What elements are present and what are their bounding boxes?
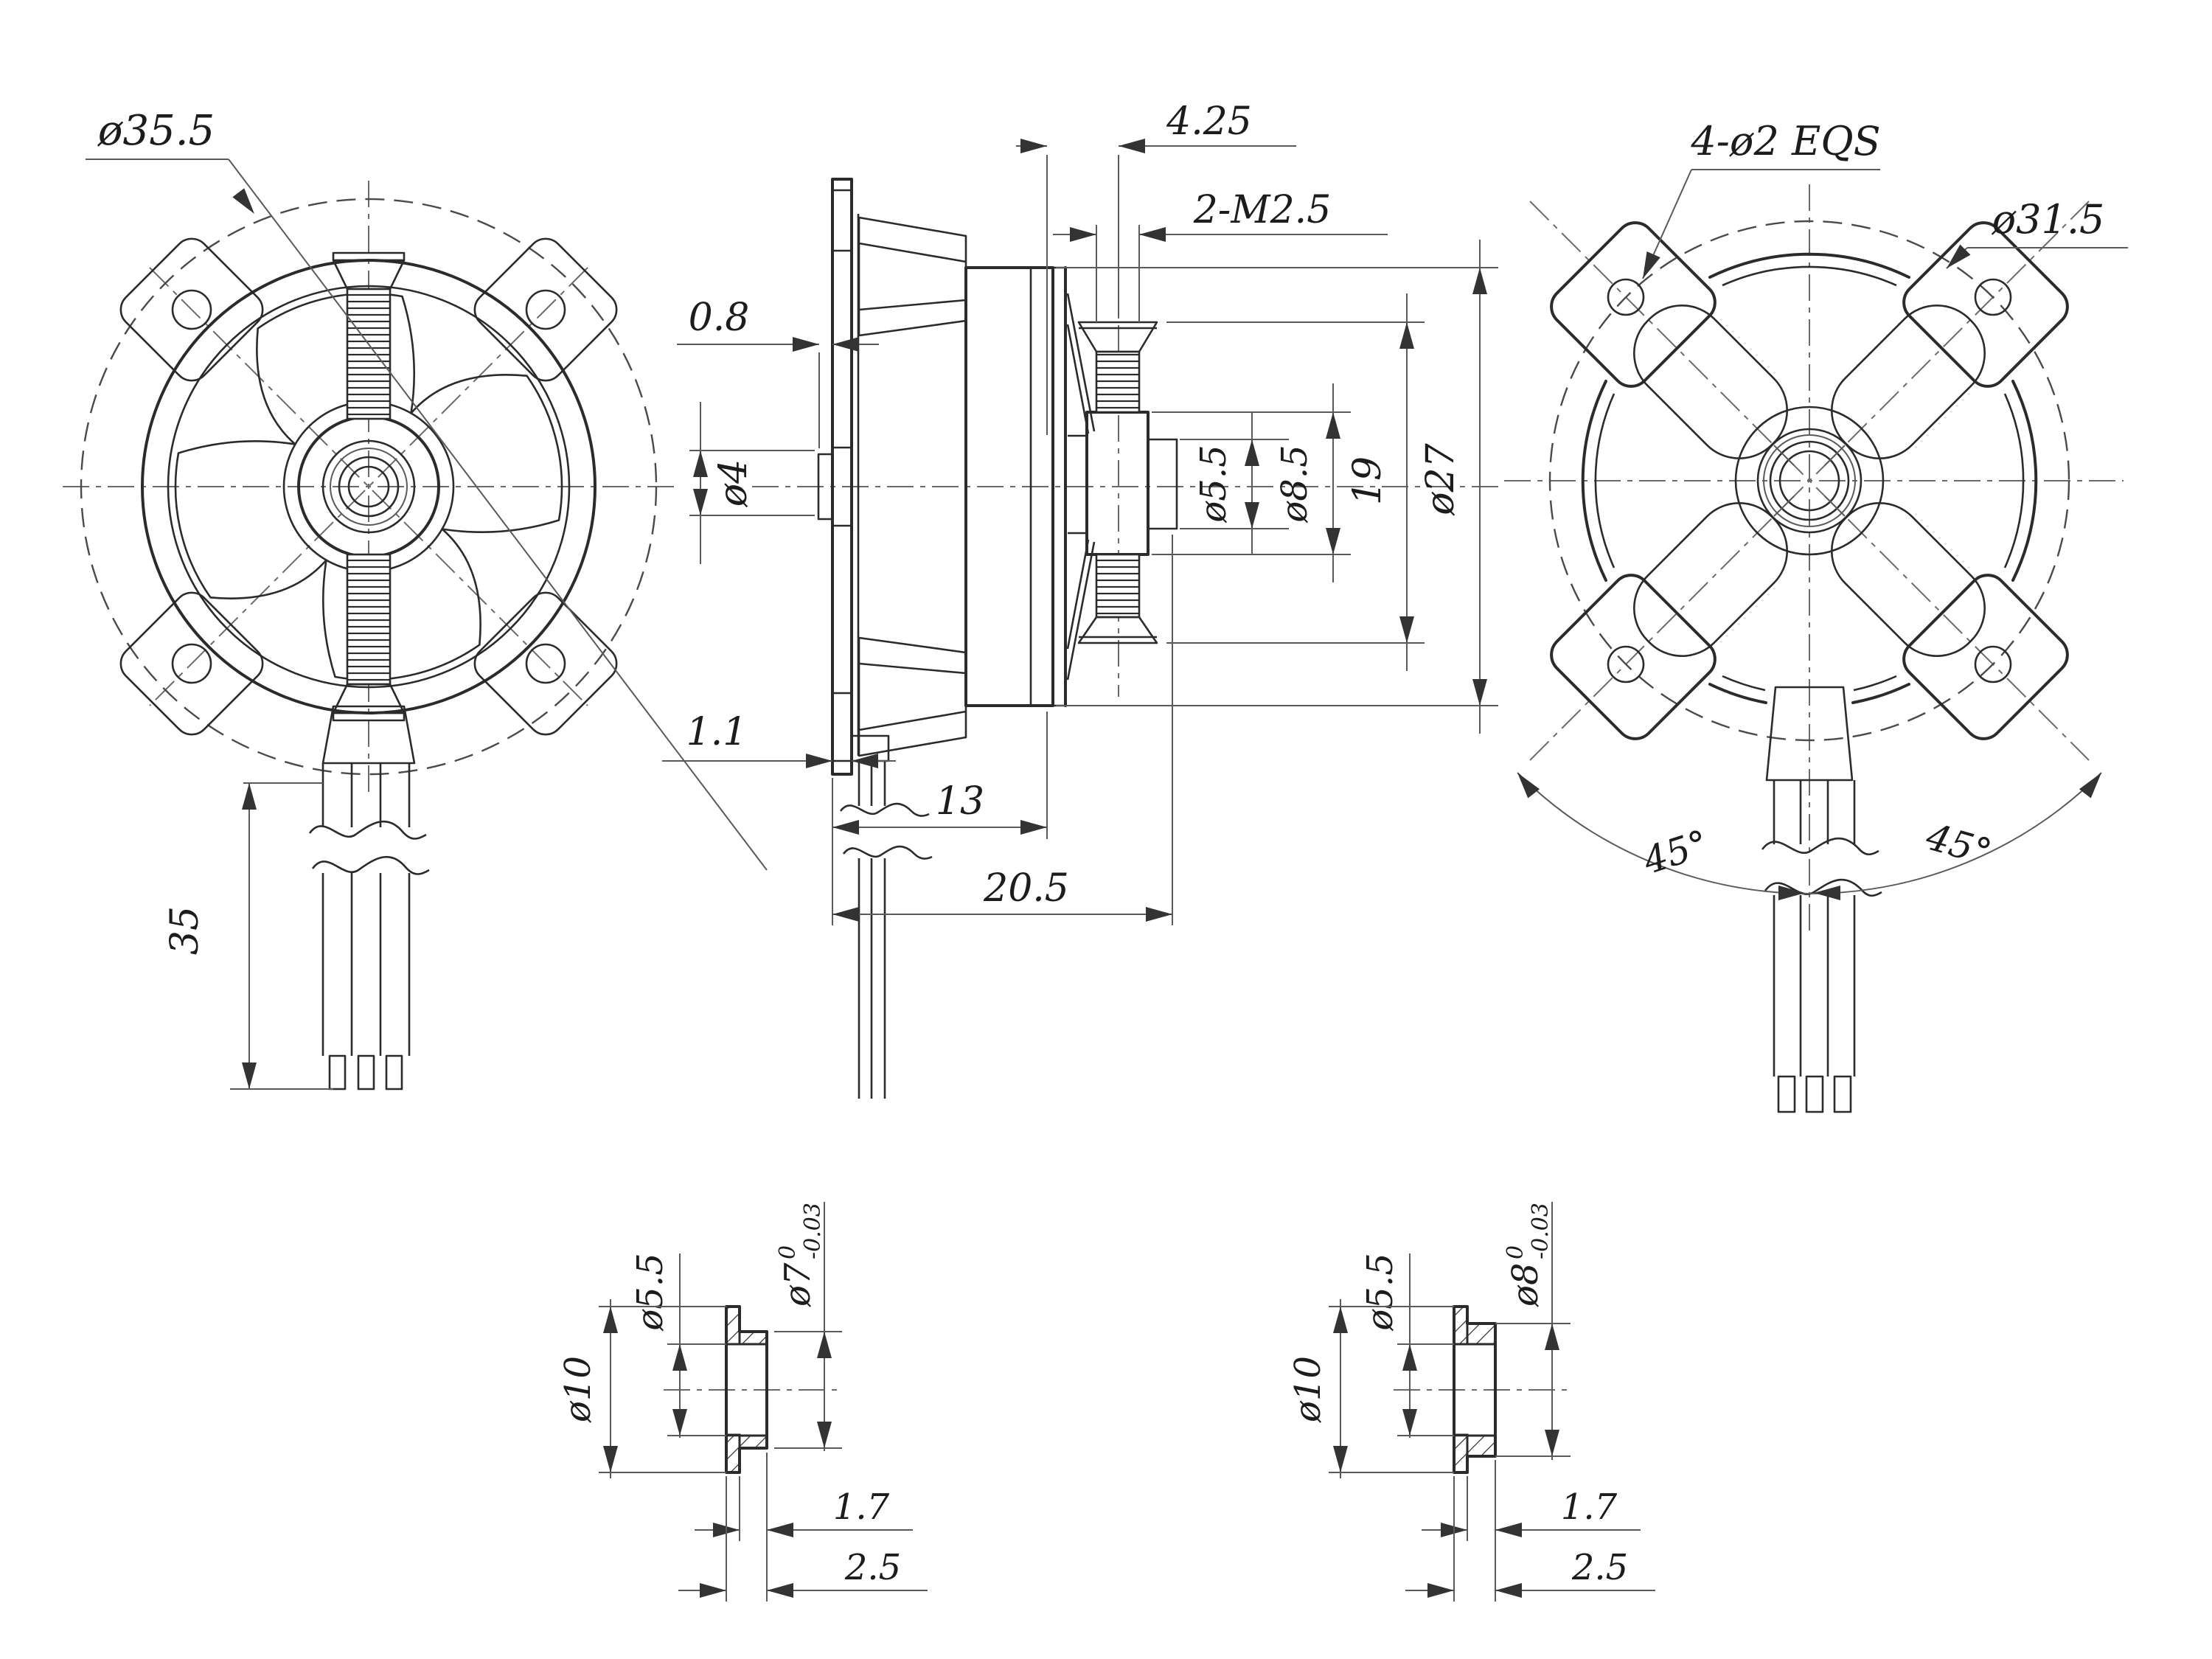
front-wire-length-label: 35: [163, 906, 207, 955]
dim-b-bore: ø5.5: [1360, 1253, 1454, 1438]
dim-side-boss-offset: 0.8: [677, 296, 879, 448]
b-overall-length-label: 2.5: [1571, 1547, 1628, 1588]
b-pilot-tol-lower: -0.03: [1528, 1203, 1554, 1259]
side-adapter-hub-dia-label: ø8.5: [1274, 445, 1315, 523]
dim-side-screw-thread: 2-M2.5: [1053, 188, 1388, 322]
front-mount-tabs: [119, 237, 618, 736]
a-overall-length-label: 2.5: [844, 1547, 901, 1588]
side-prop-shaft-dia-label: ø5.5: [1193, 445, 1234, 523]
dim-a-flange: ø10: [557, 1299, 726, 1478]
side-prop-adapter: [1085, 411, 1178, 556]
dim-side-overall-length: 20.5: [832, 535, 1173, 925]
a-flange-label: ø10: [557, 1356, 599, 1423]
dim-b-overall-length: 2.5: [1405, 1476, 1655, 1601]
side-shaft-dia-label: ø4: [712, 459, 756, 507]
dim-a-pilot: ø7 0 -0.03: [774, 1202, 842, 1451]
b-pilot-tol-upper: 0: [1503, 1245, 1528, 1259]
dim-b-pilot-length: 1.7: [1422, 1460, 1641, 1601]
front-prop-circle: [80, 198, 658, 776]
dim-a-overall-length: 2.5: [678, 1476, 928, 1601]
dim-front-wire-length: 35: [163, 782, 333, 1090]
dim-side-shaft-protrusion: 4.25: [1016, 100, 1296, 435]
back-mount-plate: [1550, 221, 2069, 740]
front-view: ø35.5 35: [63, 107, 768, 1091]
back-mount-holes-label: 4-ø2 EQS: [1690, 118, 1880, 164]
dim-a-pilot-length: 1.7: [695, 1453, 913, 1601]
dim-side-shaft-dia: ø4: [689, 402, 815, 564]
a-pilot-label: ø7: [777, 1262, 818, 1307]
side-view: 4.25 2-M2.5 0.8 ø4: [662, 100, 1504, 1099]
b-bore-label: ø5.5: [1360, 1253, 1401, 1331]
back-rim: [1581, 252, 2038, 704]
back-view: 4-ø2 EQS ø31.5 45° 45°: [1504, 118, 2128, 1113]
side-boss-offset-label: 0.8: [689, 296, 750, 340]
side-screw-span-label: 19: [1346, 456, 1390, 505]
adapter-b-section: [1453, 1305, 1497, 1474]
b-pilot-length-label: 1.7: [1561, 1486, 1618, 1528]
dim-b-flange: ø10: [1287, 1299, 1454, 1478]
dim-side-body-dia: ø27: [1056, 240, 1498, 734]
dim-side-prop-shaft-dia: ø5.5: [1180, 413, 1289, 554]
side-shaft-boss: [817, 453, 834, 521]
a-pilot-length-label: 1.7: [833, 1486, 890, 1528]
b-flange-label: ø10: [1287, 1356, 1329, 1423]
side-screw-thread-label: 2-M2.5: [1193, 188, 1332, 232]
side-screw-top: [1077, 321, 1158, 414]
back-bolt-circle: [1548, 220, 2070, 742]
front-screw-bottom: [332, 553, 406, 722]
a-bore-label: ø5.5: [630, 1253, 671, 1331]
dim-back-bolt-circle: ø31.5: [1941, 196, 2128, 274]
side-screw-bottom: [1077, 553, 1158, 644]
a-pilot-tol-upper: 0: [775, 1245, 801, 1259]
side-motor-body: [964, 266, 1054, 707]
a-pilot-tol-lower: -0.03: [800, 1203, 826, 1259]
adapter-a-section: [725, 1305, 768, 1474]
back-angle-right-label: 45°: [1921, 815, 1996, 874]
side-overall-length-label: 20.5: [983, 866, 1069, 911]
side-plate-thickness-label: 1.1: [686, 710, 748, 754]
front-screw-top: [332, 251, 406, 420]
dim-b-pilot: ø8 0 -0.03: [1495, 1202, 1571, 1460]
back-bolt-circle-label: ø31.5: [1992, 196, 2105, 243]
dim-side-body-length: 13: [832, 712, 1048, 925]
front-motor-wires: [308, 705, 430, 1091]
side-shaft-protrusion-label: 4.25: [1166, 100, 1252, 144]
side-body-length-label: 13: [936, 779, 984, 824]
adapter-detail-b: ø5.5 ø10 ø8 0 -0.03: [1287, 1202, 1655, 1601]
back-angle-left-label: 45°: [1638, 822, 1714, 883]
dim-side-adapter-hub-dia: ø8.5: [1152, 383, 1351, 582]
side-mount-plate: [817, 178, 890, 776]
side-rotor-bell: [1053, 266, 1096, 707]
dim-back-mount-holes: 4-ø2 EQS: [1635, 118, 1881, 282]
dim-front-outer-dia: ø35.5: [86, 107, 768, 871]
dim-side-plate-thickness: 1.1: [662, 710, 896, 768]
side-body-dia-label: ø27: [1419, 442, 1463, 515]
side-motor-wires: [839, 761, 933, 1099]
adapter-detail-a: ø5.5 ø10 ø7 0 -0.03: [557, 1202, 928, 1601]
back-motor-wires: [1761, 686, 1882, 1113]
back-bearing: [1734, 406, 1885, 556]
dim-side-screw-span: 19: [1166, 293, 1425, 671]
front-outer-dia-label: ø35.5: [97, 107, 215, 155]
dim-a-bore: ø5.5: [630, 1253, 726, 1438]
b-pilot-label: ø8: [1505, 1263, 1546, 1307]
